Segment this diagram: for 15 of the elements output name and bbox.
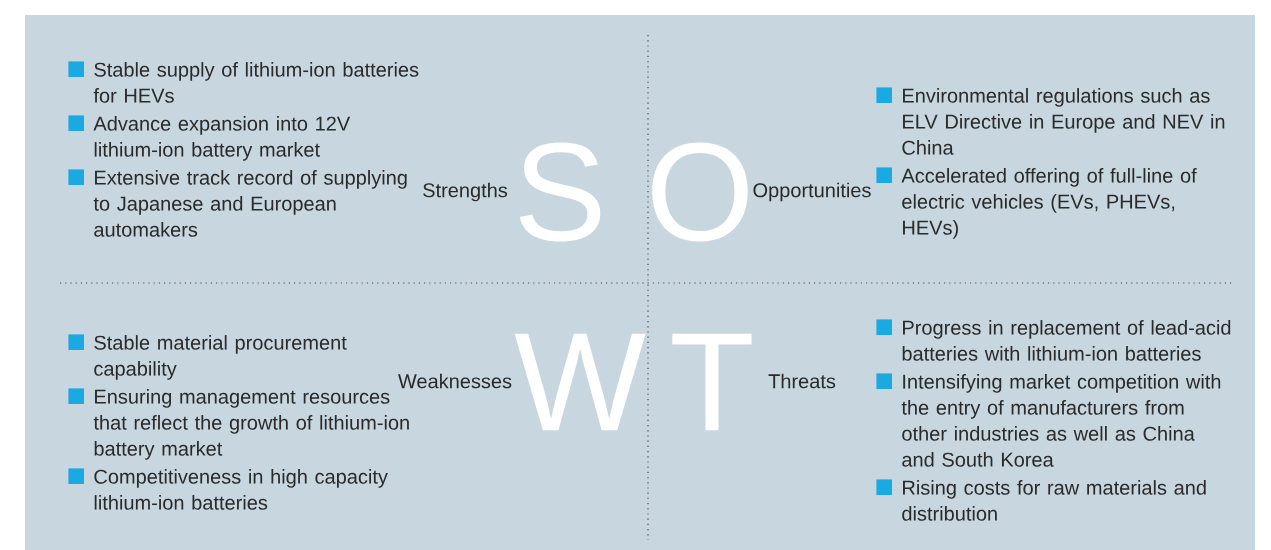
bullet-item: Environmental regulations such as ELV Directive in Europe and NEV in China [876,87,1225,155]
bullet-item: Stable supply of lithium-ion batteries for HEVs [68,61,419,103]
bullet-item: Extensive track record of supplying to Japanese and European automakers [68,169,407,237]
bullet-item: Stable material procurement capability [68,334,347,380]
bullet-item: Accelerated offering of full-line of electric vehicles (EVs, PHEVs, HEVs) [876,167,1197,239]
bullet-item: Intensifying market competition with the entry of manufacturers from other industries as well as China and South Korea [876,373,1221,467]
quadrant-heading: Threats [768,373,836,389]
bullet-item: Ensuring management resources that reflect the growth of lithium-ion battery market [68,388,409,460]
bullet-item: Rising costs for raw materials and distribution [876,479,1206,521]
bullet-item: Progress in replacement of lead-acid batteries with lithium-ion batteries [876,319,1231,361]
bullet-item: Advance expansion into 12V lithium-ion battery market [68,115,351,161]
quadrant-heading: Opportunities [753,182,871,202]
quadrant-heading: Weaknesses [398,373,512,389]
bullet-item: Competitiveness in high capacity lithium-ion batteries [68,468,388,510]
quadrant-heading: Strengths [423,182,508,202]
